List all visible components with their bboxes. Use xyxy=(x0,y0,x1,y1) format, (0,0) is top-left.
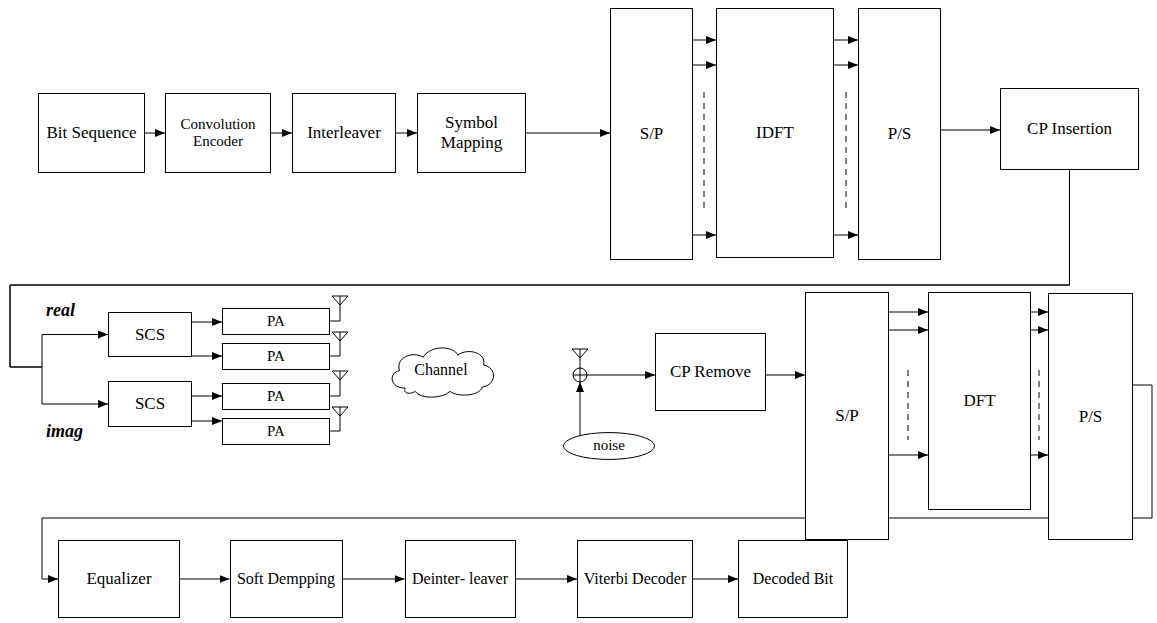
box-label: PA xyxy=(264,423,288,440)
signal-arrow xyxy=(834,40,858,41)
process-box: CP Remove xyxy=(655,333,766,411)
transform-box: IDFT xyxy=(716,8,834,258)
signal-arrow xyxy=(1031,312,1048,313)
signal-arrow xyxy=(145,133,165,134)
signal-arrow xyxy=(693,65,716,66)
signal-arrow xyxy=(192,322,222,323)
signal-arrow xyxy=(580,375,655,437)
box-label: S/P xyxy=(832,406,862,426)
amplifier-box: PA xyxy=(222,383,330,410)
channel-cloud: Channel xyxy=(385,343,497,398)
process-box: Convolution Encoder xyxy=(165,93,271,173)
signal-arrow xyxy=(1031,455,1048,456)
signal-arrow xyxy=(192,396,222,397)
signal-arrow xyxy=(693,579,738,580)
process-box: Interleaver xyxy=(292,93,396,173)
converter-box: P/S xyxy=(858,8,941,260)
process-box: Deinter- leaver xyxy=(405,540,516,618)
amplifier-box: PA xyxy=(222,343,330,370)
process-box: Bit Sequence xyxy=(38,93,145,173)
signal-arrow xyxy=(396,133,417,134)
transform-box: DFT xyxy=(928,292,1031,510)
box-label: PA xyxy=(264,388,288,405)
signal-arrow xyxy=(889,312,928,313)
process-box: Soft Dempping xyxy=(230,540,343,618)
box-label: Deinter- leaver xyxy=(409,570,511,588)
amplifier-box: PA xyxy=(222,308,330,335)
box-label: Equalizer xyxy=(83,569,154,589)
box-label: Viterbi Decoder xyxy=(581,570,690,588)
box-label: Convolution Encoder xyxy=(166,116,270,151)
box-label: CP Insertion xyxy=(1024,119,1115,139)
box-label: P/S xyxy=(885,124,915,144)
signal-arrow xyxy=(693,40,716,41)
box-label: DFT xyxy=(960,391,998,411)
box-label: S/P xyxy=(637,124,667,144)
rx-antenna xyxy=(572,349,588,368)
box-label: Channel xyxy=(411,361,470,379)
converter-box: P/S xyxy=(1048,293,1133,540)
amplifier-box: PA xyxy=(222,418,330,445)
signal-arrow xyxy=(693,235,716,236)
signal-arrow xyxy=(343,579,405,580)
process-box: Viterbi Decoder xyxy=(577,540,693,618)
signal-arrow xyxy=(516,579,578,580)
signal-label: real xyxy=(46,300,75,321)
signal-arrow xyxy=(192,356,222,357)
signal-arrow xyxy=(766,375,805,376)
process-box: Decoded Bit xyxy=(738,540,848,618)
noise-ellipse: noise xyxy=(563,432,655,460)
converter-box: S/P xyxy=(805,292,889,540)
scs-box: SCS xyxy=(108,312,192,357)
box-label: Interleaver xyxy=(304,123,384,143)
box-label: P/S xyxy=(1076,407,1106,427)
converter-box: S/P xyxy=(610,8,693,260)
box-label: IDFT xyxy=(753,123,797,143)
signal-arrow xyxy=(834,235,858,236)
signal-arrow xyxy=(526,133,610,134)
signal-arrow xyxy=(1031,330,1048,331)
box-label: SCS xyxy=(132,325,168,345)
process-box: Symbol Mapping xyxy=(417,93,526,173)
signal-label: imag xyxy=(46,421,83,442)
box-label: PA xyxy=(264,348,288,365)
signal-arrow xyxy=(889,455,928,456)
box-label: PA xyxy=(264,313,288,330)
box-label: noise xyxy=(590,437,628,454)
tx-antennas xyxy=(330,296,348,431)
summing-junction xyxy=(573,368,587,392)
signal-arrow xyxy=(192,421,222,422)
process-box: Equalizer xyxy=(58,540,180,618)
scs-box: SCS xyxy=(108,381,192,427)
signal-arrow xyxy=(834,65,858,66)
box-label: CP Remove xyxy=(667,362,754,382)
box-label: Soft Dempping xyxy=(234,570,338,588)
signal-arrow xyxy=(271,133,292,134)
process-box: CP Insertion xyxy=(1000,88,1139,170)
box-label: Decoded Bit xyxy=(750,570,836,588)
box-label: Symbol Mapping xyxy=(418,113,525,152)
signal-arrow xyxy=(180,579,230,580)
signal-arrow xyxy=(941,130,1000,131)
box-label: Bit Sequence xyxy=(43,123,139,143)
box-label: SCS xyxy=(132,394,168,414)
signal-arrow xyxy=(889,330,928,331)
